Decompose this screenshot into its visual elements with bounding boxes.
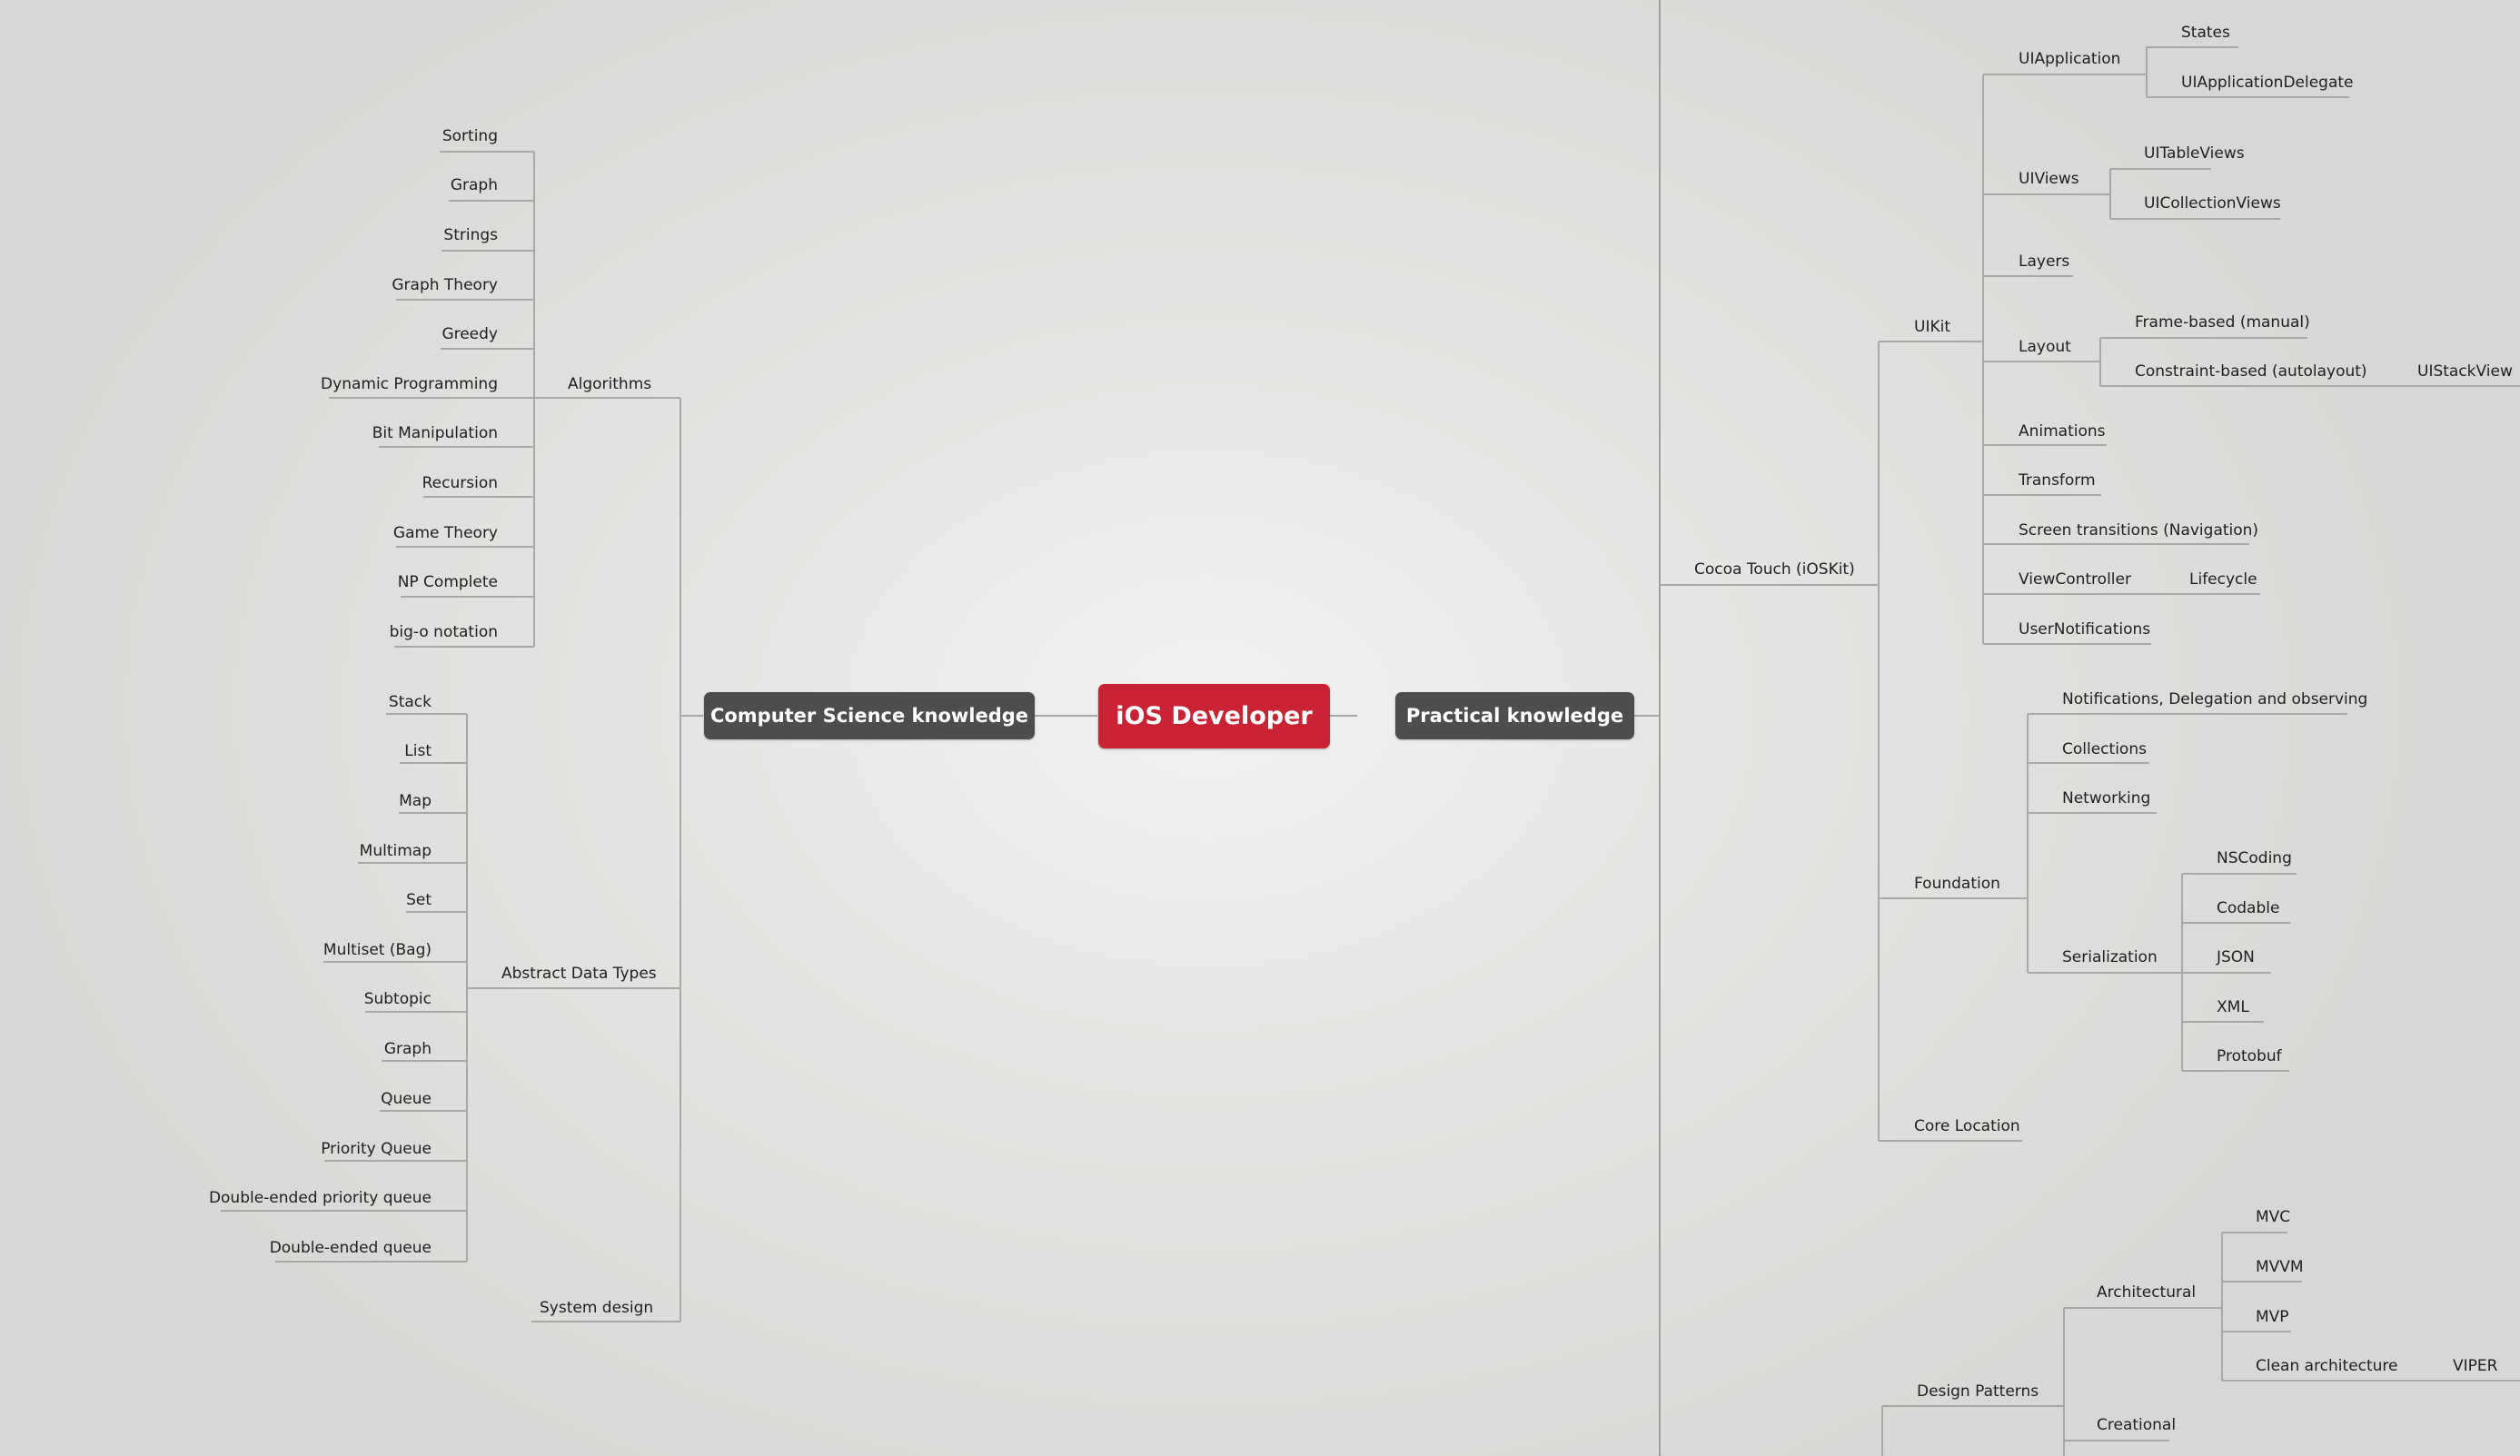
topic-system-design[interactable]: System design (540, 1299, 654, 1317)
topic-cocoa-touch[interactable]: Cocoa Touch (iOSKit) (1694, 560, 1855, 579)
topic-core-location[interactable]: Core Location (1914, 1117, 2020, 1135)
uikit-layout[interactable]: Layout (2019, 338, 2071, 356)
topic-foundation[interactable]: Foundation (1914, 875, 2000, 893)
adt-multiset[interactable]: Multiset (Bag) (322, 941, 432, 959)
patterns-creational[interactable]: Creational (2097, 1416, 2177, 1434)
foundation-serialization[interactable]: Serialization (2062, 948, 2158, 966)
adt-set[interactable]: Set (406, 891, 432, 909)
adt-graph[interactable]: Graph (383, 1040, 432, 1058)
uikit-uiviews[interactable]: UIViews (2019, 170, 2079, 188)
algo-recursion[interactable]: Recursion (422, 474, 498, 492)
root-node[interactable]: iOS Developer (1098, 684, 1330, 748)
serialization-nscoding[interactable]: NSCoding (2217, 849, 2292, 867)
branch-practical[interactable]: Practical knowledge (1395, 692, 1634, 739)
uikit-screen-transitions[interactable]: Screen transitions (Navigation) (2019, 521, 2259, 540)
serialization-protobuf[interactable]: Protobuf (2217, 1047, 2282, 1065)
architectural-mvc[interactable]: MVC (2256, 1208, 2291, 1226)
uiviews-tableviews[interactable]: UITableViews (2144, 144, 2245, 163)
adt-priority-queue[interactable]: Priority Queue (321, 1140, 432, 1158)
topic-abstract-data-types[interactable]: Abstract Data Types (501, 965, 657, 983)
branch-computer-science[interactable]: Computer Science knowledge (704, 692, 1035, 739)
foundation-collections[interactable]: Collections (2062, 740, 2147, 758)
algo-sorting[interactable]: Sorting (441, 127, 498, 145)
layout-constraint-based[interactable]: Constraint-based (autolayout) (2135, 362, 2367, 381)
adt-map[interactable]: Map (399, 792, 432, 810)
algo-game-theory[interactable]: Game Theory (392, 524, 498, 542)
adt-double-ended-queue[interactable]: Double-ended queue (269, 1239, 432, 1257)
uiviews-collectionviews[interactable]: UICollectionViews (2144, 194, 2281, 213)
algo-bit-manipulation[interactable]: Bit Manipulation (372, 424, 498, 442)
adt-subtopic[interactable]: Subtopic (363, 990, 432, 1008)
uiapplication-states[interactable]: States (2181, 24, 2230, 42)
viewcontroller-lifecycle[interactable]: Lifecycle (2189, 570, 2257, 589)
adt-stack[interactable]: Stack (388, 693, 432, 711)
patterns-architectural[interactable]: Architectural (2097, 1283, 2197, 1302)
layout-uistackview[interactable]: UIStackView (2417, 362, 2513, 381)
topic-design-patterns[interactable]: Design Patterns (1917, 1382, 2039, 1401)
uikit-viewcontroller[interactable]: ViewController (2019, 570, 2131, 589)
clean-viper[interactable]: VIPER (2453, 1357, 2498, 1375)
serialization-xml[interactable]: XML (2217, 998, 2249, 1016)
foundation-notifications[interactable]: Notifications, Delegation and observing (2062, 690, 2368, 708)
uikit-transform[interactable]: Transform (2019, 471, 2096, 490)
algo-graph-theory[interactable]: Graph Theory (392, 276, 498, 294)
algo-np-complete[interactable]: NP Complete (397, 573, 498, 591)
algo-dynamic-programming[interactable]: Dynamic Programming (321, 375, 498, 393)
uikit-usernotifications[interactable]: UserNotifications (2019, 620, 2151, 639)
uikit-layers[interactable]: Layers (2019, 253, 2070, 271)
uikit-animations[interactable]: Animations (2019, 422, 2106, 441)
foundation-networking[interactable]: Networking (2062, 789, 2151, 807)
algo-graph[interactable]: Graph (450, 176, 498, 194)
layout-frame-based[interactable]: Frame-based (manual) (2135, 313, 2310, 332)
topic-uikit[interactable]: UIKit (1914, 318, 1950, 336)
adt-double-ended-priority-queue[interactable]: Double-ended priority queue (208, 1189, 432, 1207)
algo-greedy[interactable]: Greedy (441, 325, 498, 343)
topic-algorithms[interactable]: Algorithms (568, 375, 652, 393)
serialization-json[interactable]: JSON (2217, 948, 2255, 966)
algo-strings[interactable]: Strings (443, 226, 498, 244)
uikit-uiapplication[interactable]: UIApplication (2019, 50, 2121, 68)
architectural-mvp[interactable]: MVP (2256, 1308, 2289, 1326)
algo-big-o-notation[interactable]: big-o notation (389, 623, 498, 641)
architectural-clean-architecture[interactable]: Clean architecture (2256, 1357, 2398, 1375)
serialization-codable[interactable]: Codable (2217, 899, 2280, 917)
architectural-mvvm[interactable]: MVVM (2256, 1258, 2304, 1276)
adt-multimap[interactable]: Multimap (359, 842, 432, 860)
adt-list[interactable]: List (404, 742, 432, 760)
adt-queue[interactable]: Queue (381, 1090, 432, 1108)
uiapplication-delegate[interactable]: UIApplicationDelegate (2181, 74, 2354, 92)
